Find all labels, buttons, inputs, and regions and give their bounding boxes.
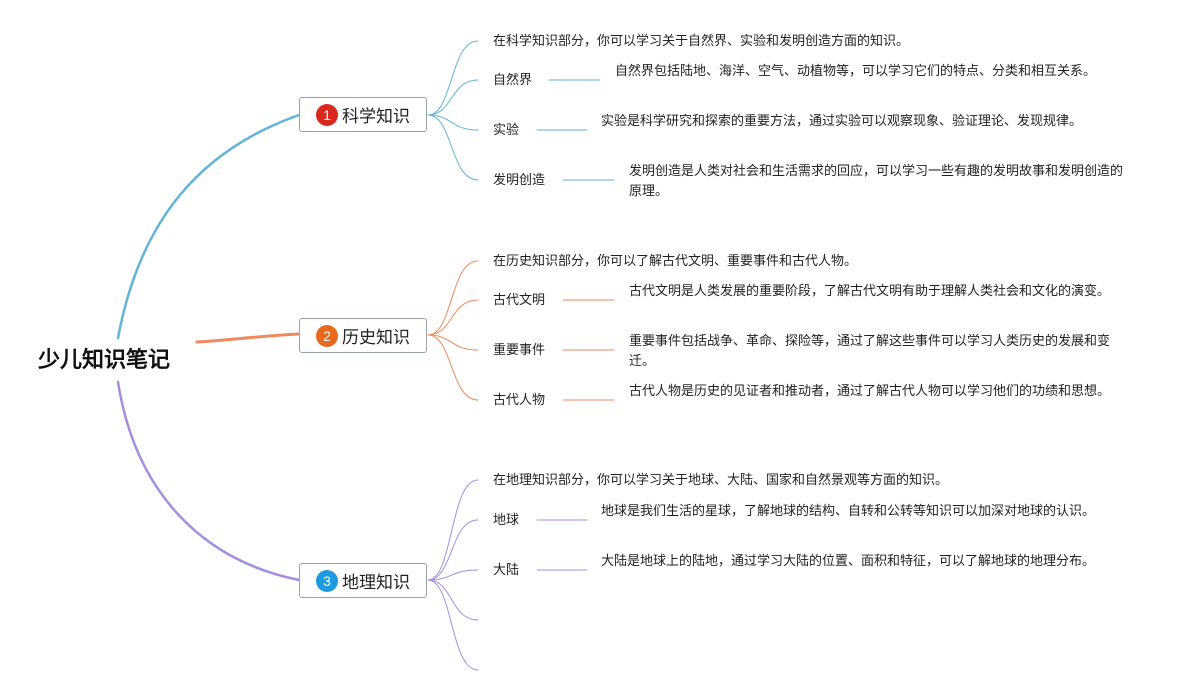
subtopic-description[interactable]: 重要事件包括战争、革命、探险等，通过了解这些事件可以学习人类历史的发展和变迁。 (629, 334, 1111, 369)
child-link (427, 79, 479, 116)
number-badge-icon: 2 (316, 324, 338, 347)
subtopic-description[interactable]: 实验是科学研究和探索的重要方法，通过实验可以观察现象、验证理论、发现规律。 (601, 114, 1083, 129)
subtopic-earth[interactable]: 地球 (493, 513, 520, 528)
child-link (427, 519, 479, 581)
branch-intro[interactable]: 在地理知识部分，你可以学习关于地球、大陆、国家和自然景观等方面的知识。 (493, 473, 949, 488)
subtopic-description[interactable]: 大陆是地球上的陆地，通过学习大陆的位置、面积和特征，可以了解地球的地理分布。 (601, 554, 1096, 569)
child-link (427, 40, 479, 116)
child-link (427, 114, 479, 131)
root-link-geography (116, 380, 301, 582)
subtopic-nature[interactable]: 自然界 (493, 73, 533, 88)
branch-label: 历史知识 (342, 328, 410, 348)
subtopic-description[interactable]: 古代文明是人类发展的重要阶段，了解古代文明有助于理解人类社会和文化的演变。 (629, 284, 1111, 299)
root-link-science (116, 113, 301, 340)
branch-intro[interactable]: 在科学知识部分，你可以学习关于自然界、实验和发明创造方面的知识。 (493, 34, 910, 49)
root-link-history (195, 332, 301, 344)
child-link (427, 114, 479, 181)
child-link (427, 579, 479, 621)
subtopic-description[interactable]: 自然界包括陆地、海洋、空气、动植物等，可以学习它们的特点、分类和相互关系。 (615, 64, 1097, 79)
child-link (427, 569, 479, 581)
subtopic-ancient-civilization[interactable]: 古代文明 (493, 293, 546, 308)
child-link (427, 260, 479, 336)
subtopic-description[interactable]: 古代人物是历史的见证者和推动者，通过了解古代人物可以学习他们的功绩和思想。 (629, 384, 1111, 399)
child-link (427, 334, 479, 351)
child-link (427, 479, 479, 581)
branch-science[interactable]: 1 科学知识 (299, 97, 427, 132)
number-badge-icon: 1 (316, 103, 338, 126)
subtopic-description[interactable]: 地球是我们生活的星球，了解地球的结构、自转和公转等知识可以加深对地球的认识。 (601, 504, 1096, 519)
root-topic[interactable]: 少儿知识笔记 (38, 348, 171, 373)
branch-intro[interactable]: 在历史知识部分，你可以了解古代文明、重要事件和古代人物。 (493, 254, 858, 269)
child-link (427, 579, 479, 671)
child-link (427, 299, 479, 336)
branch-label: 地理知识 (342, 573, 410, 593)
child-link (427, 334, 479, 401)
subtopic-important-events[interactable]: 重要事件 (493, 343, 546, 358)
number-badge-icon: 3 (316, 569, 338, 592)
subtopic-invention[interactable]: 发明创造 (493, 173, 546, 188)
branch-history[interactable]: 2 历史知识 (299, 318, 427, 353)
subtopic-experiment[interactable]: 实验 (493, 123, 520, 138)
branch-label: 科学知识 (342, 107, 410, 127)
subtopic-description[interactable]: 发明创造是人类对社会和生活需求的回应，可以学习一些有趣的发明故事和发明创造的原理… (629, 164, 1124, 199)
subtopic-continent[interactable]: 大陆 (493, 563, 520, 578)
subtopic-ancient-figures[interactable]: 古代人物 (493, 393, 546, 408)
branch-geography[interactable]: 3 地理知识 (299, 563, 427, 598)
